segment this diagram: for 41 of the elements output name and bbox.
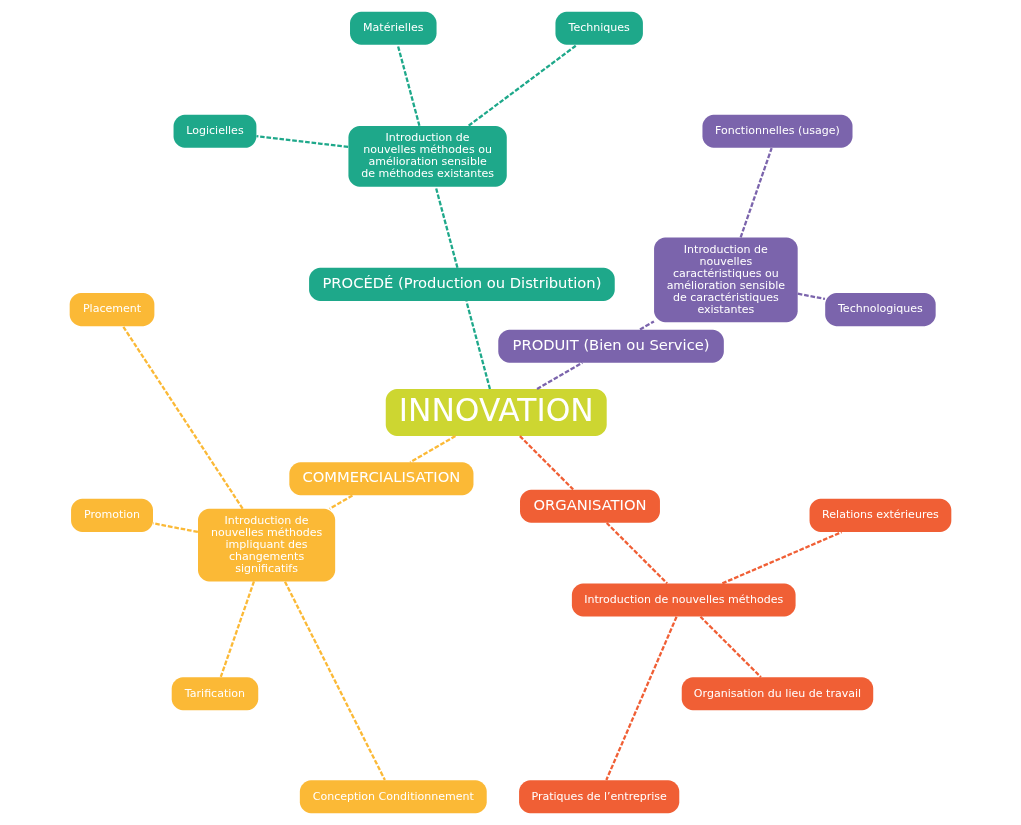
connector bbox=[329, 494, 353, 510]
connector bbox=[519, 435, 574, 491]
connector bbox=[468, 44, 578, 127]
connector bbox=[639, 320, 655, 331]
connector bbox=[122, 325, 244, 510]
node-box: Organisation du lieu de travail bbox=[681, 677, 874, 711]
node-box: Introduction de nouvelles caractéristiques ou amélioration sensible de caractéristiques existantes bbox=[654, 237, 798, 323]
connector bbox=[797, 292, 826, 301]
connector bbox=[219, 581, 256, 678]
connector bbox=[465, 300, 492, 390]
connector bbox=[605, 522, 668, 585]
node-box: Relations extérieures bbox=[809, 498, 952, 532]
connector bbox=[721, 531, 842, 585]
connector bbox=[396, 44, 421, 126]
node-box: Techniques bbox=[555, 11, 643, 45]
node-box: Promotion bbox=[71, 498, 153, 532]
connector bbox=[739, 147, 773, 238]
connector bbox=[409, 435, 456, 464]
node-box: Tarification bbox=[171, 677, 259, 711]
node-box: COMMERCIALISATION bbox=[289, 462, 474, 496]
node-box: Placement bbox=[69, 293, 155, 327]
node-box: Introduction de nouvelles méthodes ou amélioration sensible de méthodes existantes bbox=[348, 126, 507, 187]
node-box: Conception Conditionnement bbox=[299, 780, 487, 814]
node-box: Logicielles bbox=[173, 114, 257, 148]
node-box: Matérielles bbox=[350, 11, 437, 45]
connector bbox=[605, 616, 678, 781]
node-box: INNOVATION bbox=[385, 389, 607, 436]
connector bbox=[152, 522, 199, 534]
node-box: Fonctionnelles (usage) bbox=[702, 114, 853, 148]
node-box: Introduction de nouvelles méthodes bbox=[571, 583, 796, 617]
node-box: PROCÉDÉ (Production ou Distribution) bbox=[309, 267, 615, 301]
node-box: PRODUIT (Bien ou Service) bbox=[498, 329, 724, 363]
node-box: Technologiques bbox=[825, 293, 936, 327]
connector bbox=[536, 361, 583, 390]
node-box: Introduction de nouvelles méthodes impliquant des changements significatifs bbox=[198, 508, 336, 582]
connector bbox=[256, 135, 349, 149]
connector bbox=[284, 581, 386, 781]
connector bbox=[434, 186, 459, 268]
node-box: ORGANISATION bbox=[520, 489, 660, 523]
connector bbox=[699, 615, 762, 678]
node-box: Pratiques de l’entreprise bbox=[519, 780, 680, 814]
